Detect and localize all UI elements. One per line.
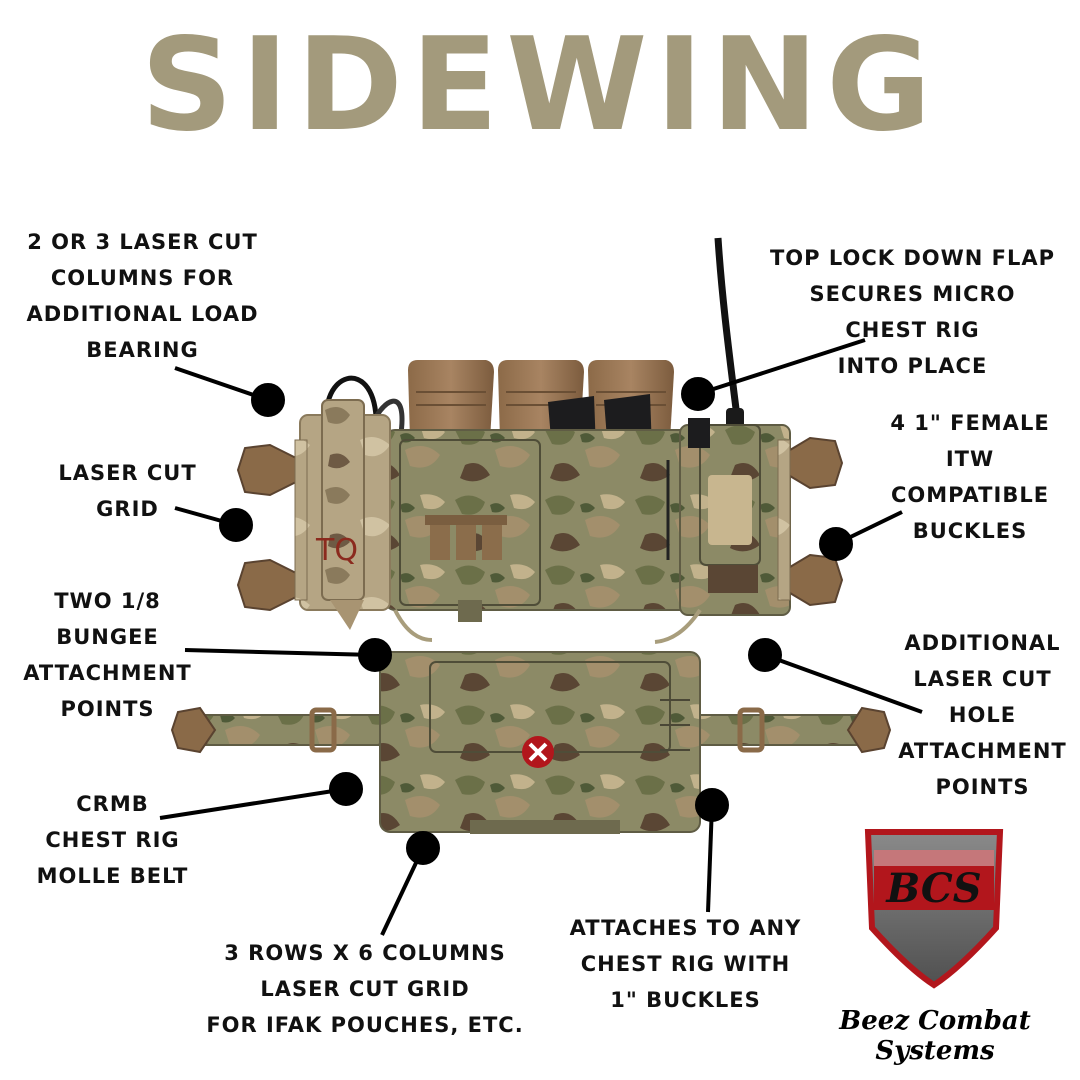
tourniquet-pouch: TQ [299,399,391,630]
chest-rig-body [384,429,696,622]
brand-name: Beez Combat Systems [839,1006,1031,1066]
pouch-marking: TQ [315,533,358,568]
bcs-shield-logo: BCS [864,829,1004,989]
callout-itw-buckles: 4 1" FEMALE ITW COMPATIBLE BUCKLES [890,411,1050,543]
logo-letters: BCS [885,865,981,912]
page-title: SIDEWING [140,11,940,160]
radio-pouch [679,418,791,616]
callout-bungee-points: TWO 1/8 BUNGEE ATTACHMENT POINTS [23,589,192,721]
medical-cross-icon [522,736,554,768]
side-buckles [236,436,844,612]
callout-ifak-grid: 3 ROWS X 6 COLUMNS LASER CUT GRID FOR IF… [206,941,524,1037]
callout-hole-attachment-points: ADDITIONAL LASER CUT HOLE ATTACHMENT POI… [898,631,1067,799]
callout-top-lock-flap: TOP LOCK DOWN FLAP SECURES MICRO CHEST R… [769,246,1056,378]
callout-crmb-belt: CRMB CHEST RIG MOLLE BELT [36,792,189,888]
radio-antenna [714,237,742,426]
callout-attaches-chest-rig: ATTACHES TO ANY CHEST RIG WITH 1" BUCKLE… [569,916,802,1012]
callout-leaders [159,338,923,936]
callout-load-bearing-columns: 2 OR 3 LASER CUT COLUMNS FOR ADDITIONAL … [26,230,259,362]
callout-laser-cut-grid: LASER CUT GRID [58,461,197,521]
